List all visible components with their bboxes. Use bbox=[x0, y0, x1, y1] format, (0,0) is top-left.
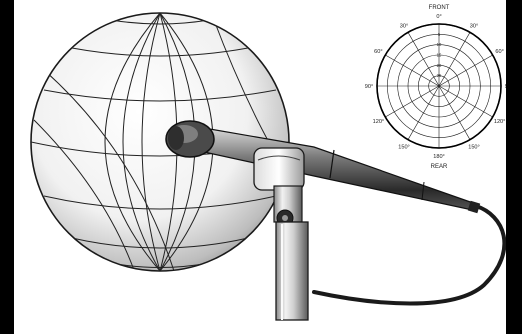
figure-panel: 0° 30° 60° 90° 120° 150° 180° 150° 120° 90° 60° 30°… bbox=[14, 0, 506, 334]
polar-angle-label: 120° bbox=[373, 119, 385, 125]
front-label: FRONT bbox=[429, 5, 450, 11]
polar-ring-label: 10 bbox=[437, 42, 442, 47]
polar-angle-label: 0° bbox=[436, 14, 441, 20]
stand-pole bbox=[276, 222, 308, 320]
polar-angle-label: 150° bbox=[398, 145, 410, 151]
polar-angle-label: 60° bbox=[495, 49, 503, 55]
polar-angle-label: 150° bbox=[468, 145, 480, 151]
polar-ring-label: 20 bbox=[437, 63, 442, 68]
polar-angle-label: 60° bbox=[374, 49, 382, 55]
illustration: 0° 30° 60° 90° 120° 150° 180° 150° 120° 90° 60° 30°… bbox=[14, 0, 506, 334]
polar-angle-label: 120° bbox=[494, 119, 506, 125]
polar-ring-label: 15 bbox=[437, 53, 442, 58]
polar-pattern-chart: 0° 30° 60° 90° 120° 150° 180° 150° 120° 90° 60° 30°… bbox=[365, 5, 506, 170]
cable bbox=[314, 206, 504, 304]
polar-angle-label: 90° bbox=[505, 84, 506, 90]
polar-angle-label: 180° bbox=[433, 154, 445, 160]
polar-angle-label: 30° bbox=[470, 23, 478, 29]
rear-label: REAR bbox=[431, 164, 448, 170]
polar-angle-label: 90° bbox=[365, 84, 373, 90]
polar-ring-label: 25 bbox=[437, 73, 442, 78]
polar-angle-label: 30° bbox=[400, 23, 408, 29]
